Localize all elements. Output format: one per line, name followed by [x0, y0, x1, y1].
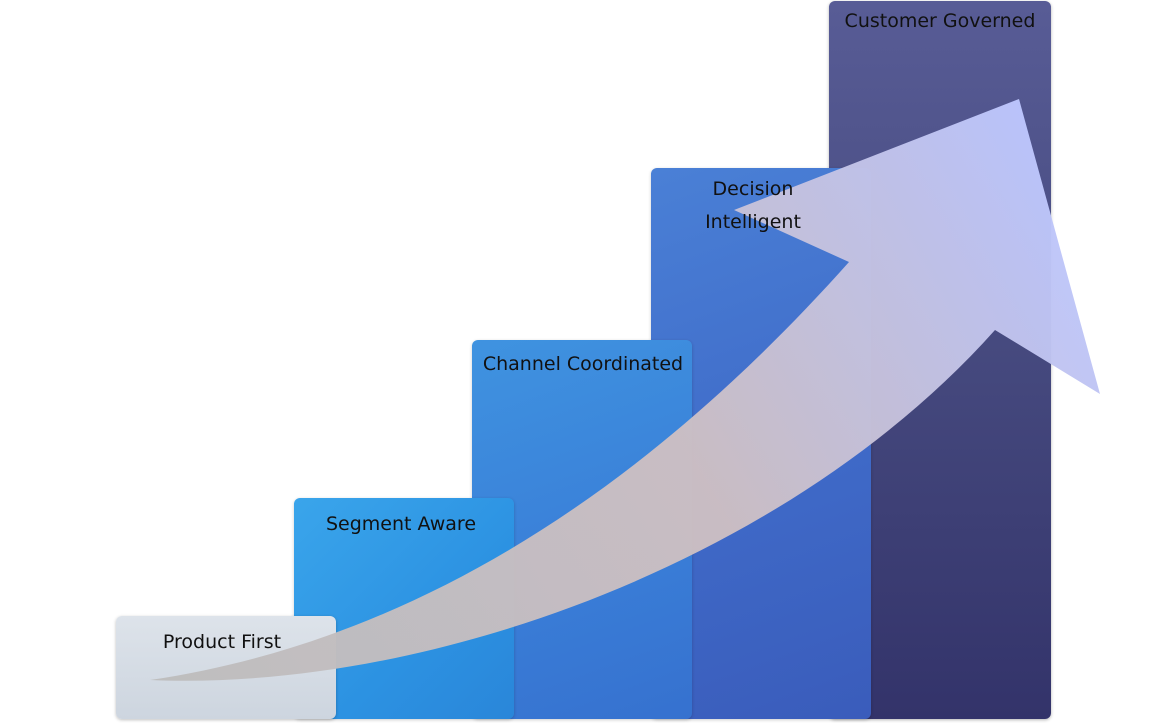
growth-arrow-shape	[150, 99, 1100, 681]
